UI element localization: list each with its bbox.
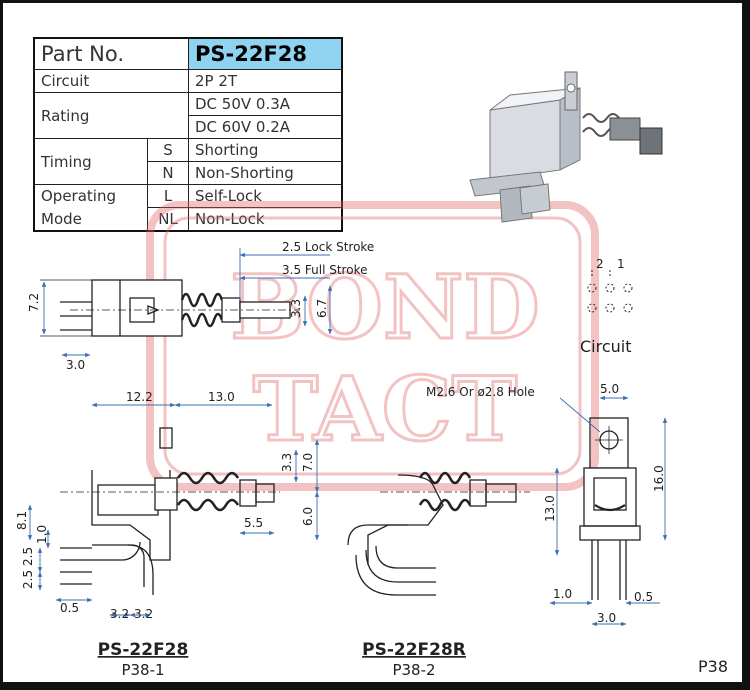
dim-2-5b: 2.5 bbox=[21, 570, 35, 589]
watermark-line-2: TACT bbox=[253, 357, 517, 461]
dim-2-5a: 2.5 bbox=[21, 547, 35, 566]
dim-3-2a: 3.2 bbox=[110, 607, 129, 621]
circuit-pin-1: 1 bbox=[617, 257, 625, 271]
dim-5-5: 5.5 bbox=[244, 516, 263, 530]
dim-6-7: 6.7 bbox=[315, 299, 329, 318]
mode-label-2: Mode bbox=[33, 207, 148, 232]
rating-label: Rating bbox=[33, 92, 189, 139]
page-number: P38 bbox=[698, 657, 728, 676]
dimension-labels: 2.5 Lock Stroke 3.5 Full Stroke 7.2 3.3 … bbox=[15, 240, 666, 625]
dim-3-3: 3.3 bbox=[280, 453, 294, 472]
mode-value-nl: Non-Lock bbox=[188, 207, 343, 232]
circuit-caption: Circuit bbox=[580, 337, 632, 356]
dim-full-stroke: 3.5 Full Stroke bbox=[282, 263, 367, 277]
top-side-view bbox=[40, 279, 300, 337]
timing-value-n: Non-Shorting bbox=[188, 161, 343, 185]
mode-code-l: L bbox=[147, 184, 189, 208]
timing-code-n: N bbox=[147, 161, 189, 185]
dim-1-0-right: 1.0 bbox=[553, 587, 572, 601]
dim-7-2: 7.2 bbox=[27, 293, 41, 312]
middle-side-view bbox=[347, 471, 530, 596]
dim-3-2b: 3.2 bbox=[134, 607, 153, 621]
mode-label-1: Operating bbox=[33, 184, 148, 208]
dim-6-0: 6.0 bbox=[301, 507, 315, 526]
timing-label: Timing bbox=[33, 138, 148, 185]
dim-1-0-left: 1.0 bbox=[35, 525, 49, 544]
dim-0-5-left: 0.5 bbox=[60, 601, 79, 615]
timing-code-s: S bbox=[147, 138, 189, 162]
main-side-view bbox=[60, 427, 280, 595]
timing-value-s: Shorting bbox=[188, 138, 343, 162]
dim-lock-stroke: 2.5 Lock Stroke bbox=[282, 240, 374, 254]
dim-13-0-right: 13.0 bbox=[543, 495, 557, 522]
dim-8-1: 8.1 bbox=[15, 511, 29, 530]
hole-note: M2.6 Or ø2.8 Hole bbox=[426, 385, 535, 399]
dim-3-0-top: 3.0 bbox=[66, 358, 85, 372]
left-view-subtitle: P38-1 bbox=[121, 661, 164, 679]
dim-5-0: 5.0 bbox=[600, 382, 619, 396]
dim-0-5-right: 0.5 bbox=[634, 590, 653, 604]
dim-13-0: 13.0 bbox=[208, 390, 235, 404]
mode-code-nl: NL bbox=[147, 207, 189, 232]
dim-3-3-top: 3.3 bbox=[289, 299, 303, 318]
dim-12-2: 12.2 bbox=[126, 390, 153, 404]
dim-7-0: 7.0 bbox=[301, 453, 315, 472]
middle-view-title: PS-22F28R bbox=[362, 640, 466, 660]
front-view bbox=[579, 417, 641, 600]
left-view-title: PS-22F28 bbox=[98, 640, 189, 660]
dim-3-0-bottom: 3.0 bbox=[597, 611, 616, 625]
dimension-lines bbox=[27, 248, 668, 627]
dim-16-0: 16.0 bbox=[652, 465, 666, 492]
product-3d-render bbox=[469, 71, 663, 223]
mode-value-l: Self-Lock bbox=[188, 184, 343, 208]
spec-table: Part No. PS-22F28 Circuit 2P 2T Rating D… bbox=[33, 37, 343, 232]
middle-view-subtitle: P38-2 bbox=[392, 661, 435, 679]
part-no-value: PS-22F28 bbox=[188, 37, 343, 70]
circuit-pin-2: 2 bbox=[596, 257, 604, 271]
circuit-symbol: 2 1 Circuit bbox=[580, 257, 633, 356]
captions: PS-22F28 P38-1 PS-22F28R P38-2 P38 bbox=[98, 640, 728, 679]
